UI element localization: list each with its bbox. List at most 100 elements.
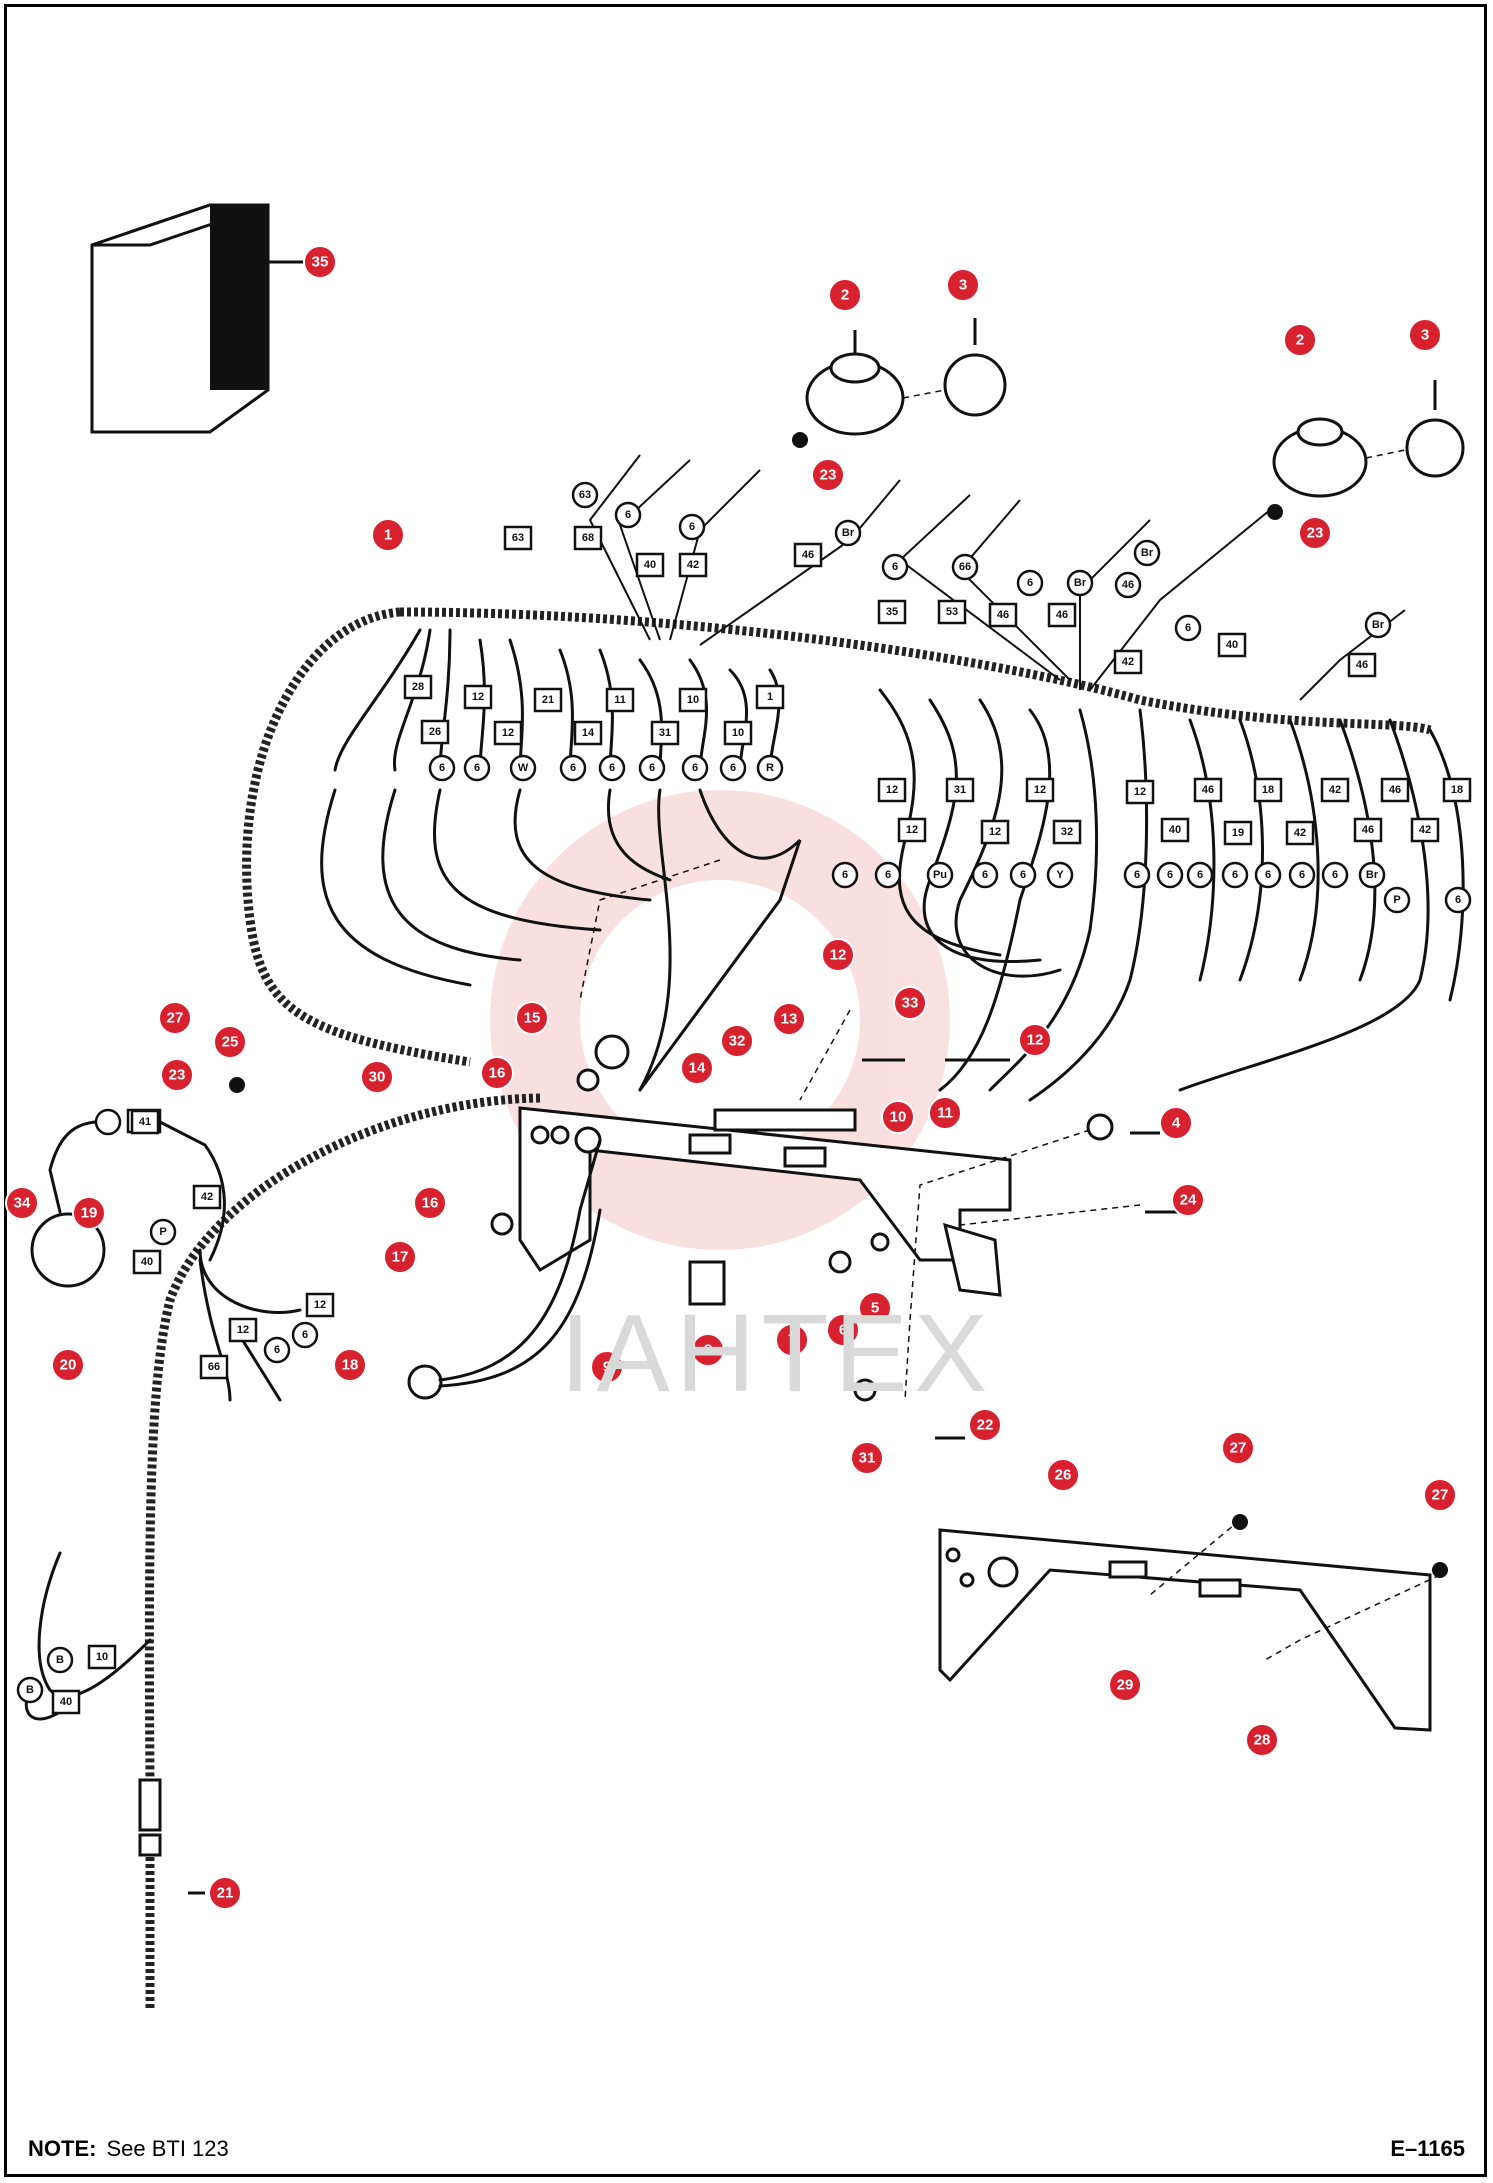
wire-tag: 10 xyxy=(678,687,708,713)
callout-15: 15 xyxy=(515,1001,549,1035)
callout-14: 14 xyxy=(680,1051,714,1085)
wire-tag: 46 xyxy=(1193,777,1223,803)
wire-tag: 12 xyxy=(897,817,927,843)
wire-tag: 6 xyxy=(719,754,747,782)
wire-tag: 6 xyxy=(874,861,902,889)
svg-text:35: 35 xyxy=(312,254,329,271)
wire-tag: 46 xyxy=(988,602,1018,628)
lamp-assembly-upper xyxy=(805,318,1007,436)
callout-24: 24 xyxy=(1171,1183,1205,1217)
svg-text:31: 31 xyxy=(659,727,671,739)
callout-32: 32 xyxy=(720,1024,754,1058)
callout-4: 4 xyxy=(1159,1106,1193,1140)
wire-tag: 32 xyxy=(1052,819,1082,845)
svg-text:18: 18 xyxy=(1451,784,1463,796)
callout-5: 5 xyxy=(858,1291,892,1325)
svg-text:46: 46 xyxy=(1356,659,1368,671)
callout-2: 2 xyxy=(828,278,862,312)
wire-tag: 6 xyxy=(1009,861,1037,889)
svg-text:23: 23 xyxy=(169,1067,186,1084)
wire-tag: P xyxy=(149,1218,177,1246)
svg-text:12: 12 xyxy=(1027,1032,1044,1049)
svg-text:15: 15 xyxy=(524,1010,541,1027)
callout-12: 12 xyxy=(1018,1023,1052,1057)
wire-tag: 14 xyxy=(573,720,603,746)
wire-tag: 42 xyxy=(1113,649,1143,675)
svg-text:34: 34 xyxy=(14,1195,31,1212)
callout-11: 11 xyxy=(928,1096,962,1130)
svg-text:31: 31 xyxy=(859,1450,876,1467)
callout-30: 30 xyxy=(360,1060,394,1094)
svg-text:66: 66 xyxy=(959,561,971,573)
svg-text:6: 6 xyxy=(842,869,848,881)
svg-text:12: 12 xyxy=(989,826,1001,838)
svg-text:29: 29 xyxy=(1117,1677,1134,1694)
svg-text:6: 6 xyxy=(1265,869,1271,881)
lamp-assembly-right xyxy=(1272,380,1465,498)
wire-tag: 1 xyxy=(755,684,785,710)
wire-tag: 10 xyxy=(87,1644,117,1670)
wire-tag: 46 xyxy=(1114,571,1142,599)
svg-text:10: 10 xyxy=(96,1651,108,1663)
wire-tag: 6 xyxy=(463,754,491,782)
callout-9: 9 xyxy=(590,1350,624,1384)
svg-text:30: 30 xyxy=(369,1069,386,1086)
svg-text:14: 14 xyxy=(689,1060,706,1077)
svg-text:2: 2 xyxy=(1296,332,1304,349)
callout-31: 31 xyxy=(850,1441,884,1475)
svg-text:8: 8 xyxy=(704,1342,712,1359)
callout-23: 23 xyxy=(1298,516,1332,550)
svg-text:6: 6 xyxy=(1185,622,1191,634)
callout-33: 33 xyxy=(893,986,927,1020)
wire-tag: 6 xyxy=(1016,569,1044,597)
svg-text:6: 6 xyxy=(649,762,655,774)
callouts: 35 2 3 2 3 23 23 1 27 25 23 30 15 16 12 … xyxy=(5,245,1457,1910)
svg-text:42: 42 xyxy=(1329,784,1341,796)
svg-text:10: 10 xyxy=(732,727,744,739)
wire-tag: 6 xyxy=(291,1321,319,1349)
wire-tag: 40 xyxy=(1160,817,1190,843)
callout-23: 23 xyxy=(160,1058,194,1092)
svg-text:18: 18 xyxy=(1262,784,1274,796)
svg-text:31: 31 xyxy=(954,784,966,796)
dash-panel-center xyxy=(518,1106,1012,1306)
svg-text:42: 42 xyxy=(687,559,699,571)
callout-29: 29 xyxy=(1108,1668,1142,1702)
wire-tag: Pu xyxy=(926,861,954,889)
wire-tag: 41 xyxy=(130,1109,160,1135)
svg-text:6: 6 xyxy=(1020,869,1026,881)
callout-21: 21 xyxy=(208,1876,242,1910)
wire-tag: 46 xyxy=(1380,777,1410,803)
svg-text:63: 63 xyxy=(512,532,524,544)
svg-text:4: 4 xyxy=(1172,1115,1181,1132)
wire-tag: 6 xyxy=(559,754,587,782)
watermark-text: IAHTEX xyxy=(560,1292,994,1415)
wire-tag: 12 xyxy=(980,819,1010,845)
svg-text:40: 40 xyxy=(141,1256,153,1268)
callout-13: 13 xyxy=(772,1002,806,1036)
svg-text:46: 46 xyxy=(1056,609,1068,621)
svg-text:27: 27 xyxy=(1432,1487,1449,1504)
svg-text:6: 6 xyxy=(730,762,736,774)
svg-text:6: 6 xyxy=(892,561,898,573)
svg-text:21: 21 xyxy=(217,1885,234,1902)
wire-tag: 10 xyxy=(723,720,753,746)
svg-text:12: 12 xyxy=(830,947,847,964)
part-35-box xyxy=(90,203,310,434)
svg-text:12: 12 xyxy=(502,727,514,739)
svg-text:3: 3 xyxy=(1421,327,1429,344)
svg-text:5: 5 xyxy=(871,1300,879,1317)
footer-note: NOTE:See BTI 123 xyxy=(28,2136,229,2162)
wire-tag: 6 xyxy=(1321,861,1349,889)
wire-tag: 46 xyxy=(1353,817,1383,843)
svg-text:40: 40 xyxy=(644,559,656,571)
drawing-code: E–1165 xyxy=(1390,2136,1465,2161)
assembly-dashes xyxy=(579,859,1441,1661)
svg-text:28: 28 xyxy=(1254,1732,1271,1749)
wire-tag: 42 xyxy=(1285,820,1315,846)
callout-16: 16 xyxy=(413,1186,447,1220)
wire-tag: 6 xyxy=(1174,614,1202,642)
svg-text:9: 9 xyxy=(603,1359,611,1376)
svg-text:13: 13 xyxy=(781,1011,798,1028)
